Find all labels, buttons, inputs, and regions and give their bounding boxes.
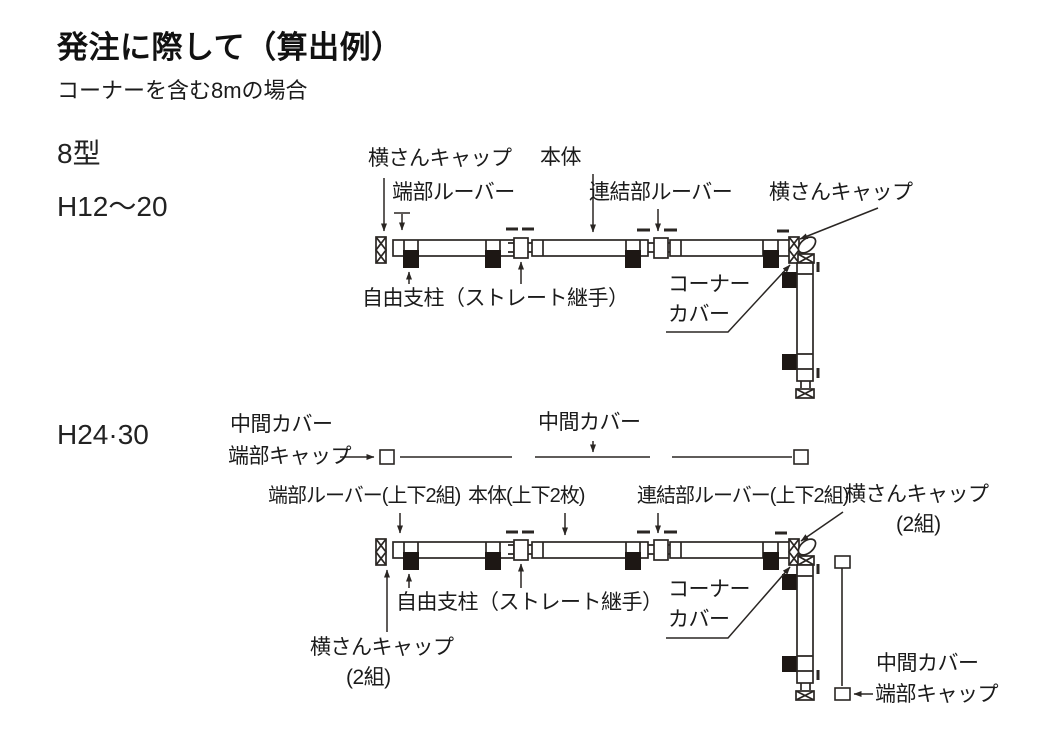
rail2-panel-1	[392, 541, 515, 559]
rail2-straight-joint-2	[637, 530, 677, 561]
rail1-straight-joint-1	[506, 227, 534, 259]
rail2-corner-cover	[797, 538, 817, 556]
rail2-panel-3	[669, 531, 791, 559]
vcover-square-bottom	[834, 687, 851, 701]
page-title: 発注に際して（算出例）	[57, 30, 403, 65]
diagram1-model-label: 8型	[57, 138, 101, 169]
page-subtitle: コーナーを含む8mの場合	[57, 78, 308, 103]
d2-label-free-post: 自由支柱（ストレート継手）	[396, 591, 663, 614]
d1-label-end-louver: 端部ルーバー	[392, 181, 515, 204]
rail2-post-2	[485, 552, 501, 570]
leader1-end-louver	[394, 212, 410, 231]
cover-line-square-right	[793, 449, 809, 465]
d2-label-cap-left-1: 横さんキャップ	[310, 636, 454, 659]
rail1-straight-joint-2	[637, 228, 677, 259]
diagram2-top-cover-line	[340, 441, 809, 465]
d1-label-free-post: 自由支柱（ストレート継手）	[362, 287, 629, 310]
rail1-corner-cover	[797, 236, 817, 254]
rail2-post-3	[625, 552, 641, 570]
leader1-cap-right	[799, 207, 879, 240]
diagram2-leaders	[384, 511, 873, 697]
d2-label-mid-cover-left-1: 中間カバー	[230, 413, 333, 436]
d2-label-cap-left-2: (2組)	[346, 666, 391, 689]
diagram2-rail	[374, 530, 851, 701]
rail1-panel-1	[392, 239, 515, 257]
d2-label-joint-louver: 連結部ルーバー(上下2組)	[637, 485, 849, 507]
rail2-end-cap-left	[374, 538, 388, 566]
d1-label-corner-cover-1: コーナー	[668, 273, 751, 296]
rail2-vertical-run	[782, 564, 820, 701]
rail1-post-2	[485, 250, 501, 268]
d1-label-cap-left: 横さんキャップ	[368, 147, 512, 170]
rail1-vpost-1	[782, 272, 797, 288]
d2-label-end-louver: 端部ルーバー(上下2組)	[268, 485, 461, 507]
diagram1-leaders	[381, 174, 879, 333]
rail2-vpost-1	[782, 574, 797, 590]
diagram1-rail	[374, 227, 820, 399]
leader1-corner-cover	[666, 264, 791, 333]
rail2-straight-joint-1	[506, 530, 534, 561]
leader2-cap-right	[800, 511, 844, 542]
rail2-post-1	[403, 552, 419, 570]
d2-label-mid-cover-top: 中間カバー	[538, 411, 641, 434]
d1-label-body: 本体	[540, 146, 582, 169]
d2-label-mid-cover-bottom-1: 中間カバー	[876, 652, 979, 675]
d2-label-cap-right-2: (2組)	[896, 513, 941, 536]
cover-line-square-left	[379, 449, 395, 465]
d1-label-cap-right: 横さんキャップ	[769, 181, 913, 204]
diagram2-height-label: H24·30	[57, 419, 149, 450]
rail1-vertical-run	[782, 262, 820, 399]
d2-label-body: 本体(上下2枚)	[468, 485, 585, 507]
diagram1-height-label: H12〜20	[57, 191, 168, 222]
rail2-corner-joint	[797, 555, 815, 566]
diagram2-vertical-cover-line	[834, 555, 851, 701]
d1-label-corner-cover-2: カバー	[668, 303, 730, 326]
rail1-corner-joint	[797, 253, 815, 264]
rail1-post-1	[403, 250, 419, 268]
d2-label-corner-cover-1: コーナー	[668, 578, 751, 601]
leader2-corner-cover	[666, 566, 791, 639]
rail1-vpost-2	[782, 354, 797, 370]
d2-label-mid-cover-bottom-2: 端部キャップ	[875, 683, 999, 706]
d1-label-joint-louver: 連結部ルーバー	[589, 181, 733, 204]
vcover-square-top	[834, 555, 851, 569]
d2-label-mid-cover-left-2: 端部キャップ	[228, 445, 352, 468]
rail1-post-4	[763, 250, 779, 268]
rail2-vpost-2	[782, 656, 797, 672]
d2-label-corner-cover-2: カバー	[668, 608, 730, 631]
d2-label-cap-right-1: 横さんキャップ	[845, 483, 989, 506]
rail1-post-3	[625, 250, 641, 268]
rail1-end-cap-left	[374, 236, 388, 264]
rail2-post-4	[763, 552, 779, 570]
